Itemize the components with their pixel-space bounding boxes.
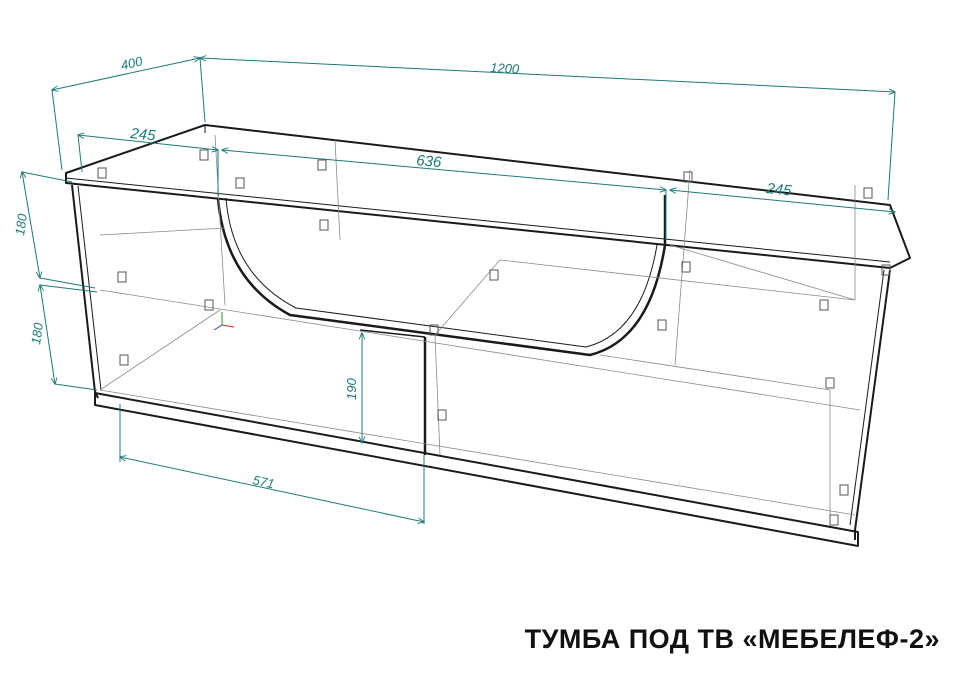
- dim-upper-height-label: 180: [12, 212, 30, 236]
- bottom-plinth: [94, 392, 859, 547]
- dim-lower-height-label: 180: [28, 321, 46, 345]
- axis-indicator: [213, 312, 235, 331]
- dim-right-section-label: 245: [765, 180, 793, 200]
- dim-drawer-height-label: 190: [344, 378, 359, 400]
- hardware-fittings: [97, 149, 891, 526]
- u-cutout: [216, 195, 667, 357]
- cabinet-body: [65, 124, 911, 547]
- dim-left-section-label: 245: [129, 125, 157, 145]
- dimension-lines: [22, 58, 895, 524]
- drawing-title: ТУМБА ПОД ТВ «МЕБЕЛЕФ-2»: [524, 624, 940, 654]
- dimension-labels: 400 1200 245 636 245 180 180 190 571: [12, 53, 793, 491]
- dim-depth-label: 400: [119, 53, 144, 73]
- dim-width-label: 1200: [490, 60, 520, 77]
- dim-middle-section-label: 636: [416, 152, 443, 171]
- dim-drawer-width-label: 571: [251, 472, 275, 491]
- right-side-panel: [854, 269, 891, 540]
